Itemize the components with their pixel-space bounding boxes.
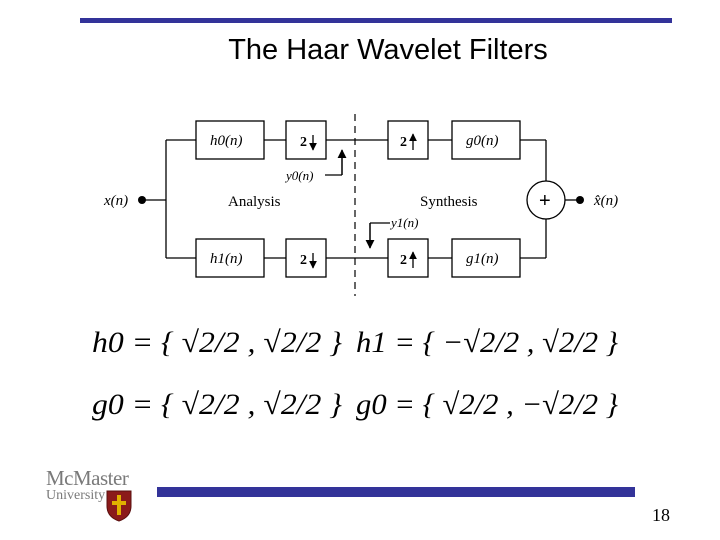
g0-block [451,120,521,160]
bottom-rule [157,487,635,497]
g1-label: g1(n) [466,251,499,267]
downsample-bottom-factor: 2 [300,253,307,268]
sum-sign: + [539,190,551,212]
university-logo: McMaster University [46,466,146,526]
upsample-top-factor: 2 [400,135,407,150]
h0-label: h0(n) [210,133,243,149]
y0-label: y0(n) [284,168,313,183]
equation-h0: h0 = { √2/2 , √2/2 } [92,326,342,359]
input-label: x(n) [103,193,128,209]
y1-label: y1(n) [389,215,418,230]
output-node [576,196,584,204]
page-number: 18 [652,505,670,525]
synthesis-label: Synthesis [420,194,478,210]
logo-name: McMaster [46,466,129,490]
upsample-bottom-factor: 2 [400,253,407,268]
downsample-bottom-block [285,238,327,278]
h1-block [195,238,265,278]
h1-label: h1(n) [210,251,243,267]
slide-title: The Haar Wavelet Filters [228,34,548,66]
upsample-top-block [387,120,429,160]
top-rule [80,18,672,23]
output-label: x̂(n) [593,193,618,209]
equation-g0: g0 = { √2/2 , √2/2 } [92,388,342,421]
downsample-top-factor: 2 [300,135,307,150]
g0-label: g0(n) [466,133,499,149]
crest-icon [106,490,132,522]
equation-g1: g0 = { √2/2 , −√2/2 } [356,388,618,421]
analysis-label: Analysis [228,194,281,210]
logo-subtitle: University [46,488,106,503]
equation-h1: h1 = { −√2/2 , √2/2 } [356,326,618,359]
